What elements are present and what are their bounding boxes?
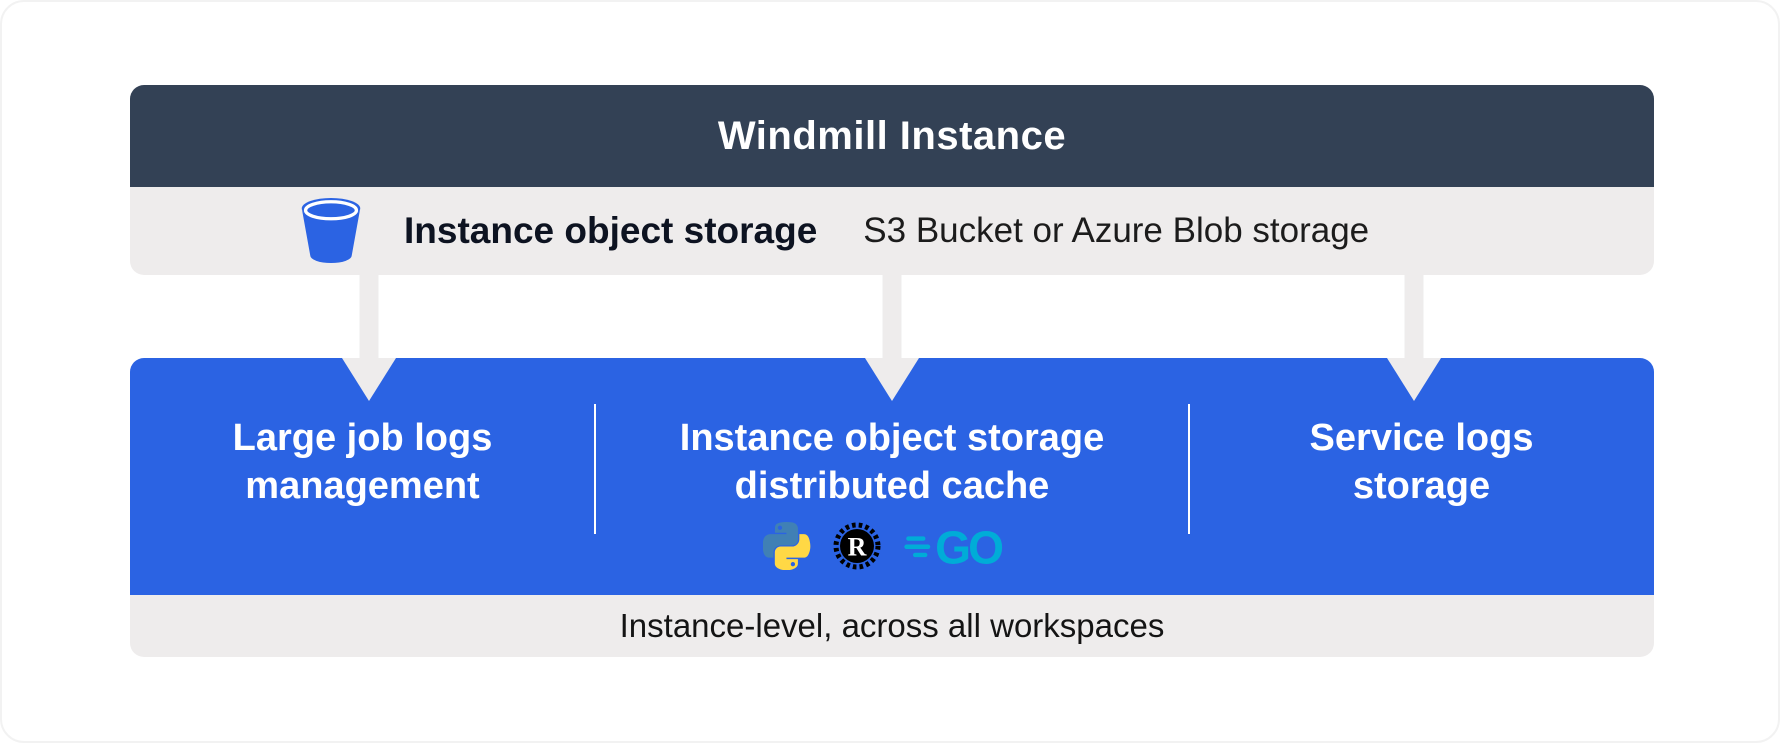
storage-row-label: Instance object storage	[404, 210, 818, 251]
arrow-head	[1387, 358, 1441, 401]
storage-row-sublabel: S3 Bucket or Azure Blob storage	[863, 211, 1370, 250]
section-distributed-cache: Instance object storage distributed cach…	[595, 358, 1189, 595]
arrow-shaft	[359, 275, 379, 359]
windmill-instance-block: Windmill Instance Instance object storag…	[130, 85, 1654, 275]
arrow-head	[342, 358, 396, 401]
section-title-line1: Instance object storage	[679, 417, 1105, 459]
section-title: Instance object storage distributed cach…	[595, 414, 1189, 510]
header-bar: Windmill Instance	[130, 85, 1654, 187]
section-title-line1: Large job logs	[232, 417, 493, 459]
section-title: Service logs storage	[1189, 414, 1654, 510]
arrow-head	[865, 358, 919, 401]
instance-object-storage-row: Instance object storage S3 Bucket or Azu…	[130, 187, 1654, 275]
python-logo-icon	[763, 522, 811, 570]
footer-text: Instance-level, across all workspaces	[619, 607, 1165, 644]
footer-bar: Instance-level, across all workspaces	[130, 595, 1654, 657]
rust-letter: R	[848, 533, 867, 562]
section-title-line2: management	[245, 465, 480, 507]
section-divider-1	[594, 404, 596, 534]
language-logos-row: R GO	[595, 520, 1189, 572]
go-letters: GO	[935, 521, 1002, 571]
arrow-shaft	[1404, 275, 1424, 359]
header-title: Windmill Instance	[717, 113, 1067, 158]
arrow-shaft	[882, 275, 902, 359]
section-large-job-logs: Large job logs management	[130, 358, 595, 595]
section-service-logs: Service logs storage	[1189, 358, 1654, 595]
go-logo-icon: GO	[903, 521, 1021, 571]
section-divider-2	[1188, 404, 1190, 534]
section-title: Large job logs management	[130, 414, 595, 510]
section-title-line2: distributed cache	[734, 465, 1050, 507]
rust-logo-icon: R	[831, 520, 883, 572]
section-title-line1: Service logs	[1309, 417, 1534, 459]
storage-uses-block: Large job logs management Instance objec…	[130, 358, 1654, 657]
bucket-icon	[298, 196, 364, 266]
section-title-line2: storage	[1352, 465, 1491, 507]
